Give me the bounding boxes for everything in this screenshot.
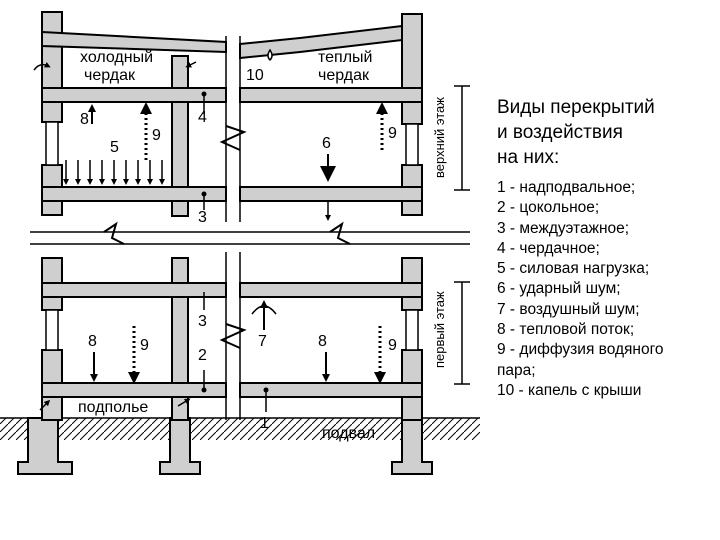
number-2: 2: [198, 347, 207, 364]
crawlspace-arrow-left: [39, 399, 51, 411]
legend-item: 2 - цокольное;: [497, 199, 600, 217]
load-arrows: [63, 160, 165, 185]
legend-item: 6 - ударный шум;: [497, 280, 621, 298]
interfloor-slab-upper-right: [239, 186, 423, 202]
middle-foundation: [159, 417, 201, 475]
first-floor-label: первый этаж: [432, 291, 447, 368]
number-10: 10: [246, 67, 264, 84]
warm-attic-roof: [239, 24, 403, 60]
interfloor-slab-lower-left: [41, 282, 227, 298]
number-9-upper-right: 9: [388, 125, 397, 142]
warm-attic-label-1: теплый: [318, 49, 372, 66]
attic-slab-right: [239, 87, 423, 103]
number-8-upper: 8: [80, 111, 89, 128]
number-8-lower-left: 8: [88, 333, 97, 350]
right-wall-infill-1: [405, 123, 419, 166]
number-9-lower-left: 9: [140, 337, 149, 354]
warm-attic-arrow: [185, 61, 197, 68]
legend-item: 3 - междуэтажное;: [497, 219, 630, 237]
legend-title: Виды перекрытий и воздействия на них:: [497, 97, 655, 168]
legend-item: 5 - силовая нагрузка;: [497, 260, 650, 278]
crawlspace-arrow-right: [177, 398, 191, 407]
number-9-upper-left: 9: [152, 127, 161, 144]
right-wall-infill-2: [405, 309, 419, 351]
left-foundation: [17, 417, 73, 475]
interfloor-slab-upper-left: [41, 186, 227, 202]
legend-item: 10 - капель с крыши: [497, 381, 642, 399]
break-zigzag-vertical-2: [219, 323, 247, 349]
attic-slab-left: [41, 87, 227, 103]
impact-noise-arrow: [320, 166, 336, 182]
number-6: 6: [322, 135, 331, 152]
number-8-lower-right: 8: [318, 333, 327, 350]
number-3-upper: 3: [198, 209, 207, 226]
basement-label: подвал: [322, 425, 375, 442]
interfloor-slab-lower-right: [239, 282, 423, 298]
floor-slab-diagram: холодный чердак теплый чердак подполье п…: [0, 11, 480, 475]
top-floor-label: верхний этаж: [432, 97, 447, 178]
warm-attic-label-2: чердак: [318, 67, 370, 84]
legend-list: 1 - надподвальное; 2 - цокольное; 3 - межд…: [497, 178, 719, 401]
legend-item: 4 - чердачное;: [497, 239, 600, 257]
left-wall-top: [41, 11, 63, 123]
break-zigzag-vertical-1: [219, 125, 247, 151]
roof-drip-icon: [267, 48, 273, 62]
legend-item: 7 - воздушный шум;: [497, 300, 640, 318]
right-foundation: [391, 417, 433, 475]
break-band: [30, 222, 470, 252]
left-wall-infill-2: [45, 309, 59, 351]
legend-item: 9 - диффузия водяного пара;: [497, 341, 664, 379]
number-9-lower-right: 9: [388, 337, 397, 354]
middle-column-lower: [171, 257, 189, 421]
number-1: 1: [260, 415, 269, 432]
cold-attic-vent-arrow: [33, 61, 51, 71]
legend: Виды перекрытий и воздействия на них: 1 …: [497, 95, 719, 401]
number-5: 5: [110, 139, 119, 156]
legend-item: 8 - тепловой поток;: [497, 321, 635, 339]
cold-attic-label-1: холодный: [80, 49, 153, 66]
ground-slab-right: [239, 382, 423, 398]
cold-attic-roof: [41, 30, 227, 54]
crawlspace-label: подполье: [78, 399, 148, 416]
left-wall-infill-1: [45, 121, 59, 166]
number-4: 4: [198, 109, 207, 126]
break-zigzag-right: [329, 221, 351, 245]
break-zigzag-left: [103, 221, 125, 245]
number-7: 7: [258, 333, 267, 350]
cold-attic-label-2: чердак: [84, 67, 136, 84]
legend-item: 1 - надподвальное;: [497, 179, 636, 196]
number-3-lower: 3: [198, 313, 207, 330]
ground-slab-left: [41, 382, 227, 398]
ground-hatch: [0, 418, 480, 440]
right-wall-top: [401, 13, 423, 125]
